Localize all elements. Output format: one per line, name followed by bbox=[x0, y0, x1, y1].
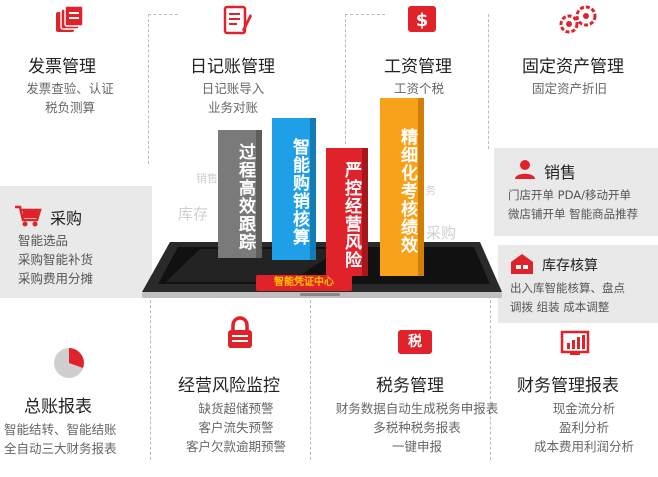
tax-icon: 税 bbox=[398, 330, 432, 354]
report-desc: 现金流分析 盈利分析 成本费用利润分析 bbox=[514, 399, 654, 456]
invoice-title: 发票管理 bbox=[28, 57, 96, 77]
risk-desc: 缺货超储预警 客户流失预警 客户欠款逾期预警 bbox=[166, 399, 306, 456]
risk-line: 客户流失预警 bbox=[198, 420, 274, 435]
pillar-purchase-sales-label: 智能购销核算 bbox=[289, 138, 309, 246]
risk-title: 经营风险监控 bbox=[178, 376, 280, 396]
ledger-title: 总账报表 bbox=[24, 397, 92, 417]
salary-dollar-icon: $ bbox=[408, 6, 436, 32]
connector bbox=[148, 14, 149, 164]
assets-desc: 固定资产折旧 bbox=[532, 79, 607, 98]
sales-desc: 门店开单 PDA/移动开单 微店铺开单 智能商品推荐 bbox=[508, 186, 638, 224]
stock-line: 调拨 组装 成本调整 bbox=[510, 300, 610, 314]
ledger-line: 智能结转、智能结账 bbox=[4, 422, 117, 437]
pillar-performance: 精细化考核绩效 bbox=[380, 98, 418, 276]
tax-icon-text: 税 bbox=[408, 334, 422, 350]
sales-line: 微店铺开单 智能商品推荐 bbox=[508, 207, 639, 221]
purchase-title: 采购 bbox=[50, 209, 83, 228]
report-title: 财务管理报表 bbox=[517, 376, 619, 396]
salary-desc: 工资个税 bbox=[394, 79, 444, 98]
connector bbox=[490, 300, 491, 460]
pillar-purchase-sales: 智能购销核算 bbox=[272, 118, 310, 260]
tax-line: 一键申报 bbox=[391, 439, 442, 454]
ledger-line: 全自动三大财务报表 bbox=[4, 441, 117, 456]
report-line: 成本费用利润分析 bbox=[533, 439, 634, 454]
journal-line: 业务对账 bbox=[207, 100, 258, 115]
stock-line: 出入库智能核算、盘点 bbox=[510, 281, 625, 295]
sales-line: 门店开单 PDA/移动开单 bbox=[508, 188, 631, 202]
pillar-risk-label: 严控经营风险 bbox=[341, 161, 361, 269]
lock-icon bbox=[228, 316, 252, 348]
connector bbox=[488, 14, 489, 149]
connector bbox=[310, 300, 311, 460]
journal-title: 日记账管理 bbox=[190, 57, 275, 77]
purchase-line: 采购费用分摊 bbox=[18, 271, 94, 286]
sales-title: 销售 bbox=[544, 163, 577, 182]
pillar-risk: 严控经营风险 bbox=[326, 148, 362, 276]
gears-icon bbox=[559, 5, 597, 34]
connector bbox=[345, 14, 385, 15]
tax-line: 财务数据自动生成税务申报表 bbox=[335, 401, 499, 416]
stock-desc: 出入库智能核算、盘点 调拨 组装 成本调整 bbox=[510, 279, 625, 317]
journal-line: 日记账导入 bbox=[201, 81, 265, 96]
tax-line: 多税种税务报表 bbox=[373, 420, 461, 435]
invoice-line: 发票查验、认证 bbox=[26, 81, 114, 96]
journal-notebook-icon bbox=[223, 5, 252, 35]
journal-desc: 日记账导入 业务对账 bbox=[178, 79, 288, 117]
salary-line: 工资个税 bbox=[394, 81, 445, 96]
purchase-line: 智能选品 bbox=[18, 233, 69, 248]
risk-line: 缺货超储预警 bbox=[198, 401, 274, 416]
invoice-stack-icon bbox=[56, 5, 84, 32]
risk-line: 客户欠款逾期预警 bbox=[185, 439, 286, 454]
tax-title: 税务管理 bbox=[376, 376, 444, 396]
warehouse-icon bbox=[511, 254, 533, 274]
connector bbox=[345, 14, 346, 144]
voucher-center-badge: 智能凭证中心 bbox=[256, 275, 352, 291]
bar-chart-icon bbox=[560, 330, 590, 355]
stock-panel: 库存核算 出入库智能核算、盘点 调拨 组装 成本调整 bbox=[498, 245, 658, 323]
ledger-desc: 智能结转、智能结账 全自动三大财务报表 bbox=[4, 420, 117, 458]
assets-line: 固定资产折旧 bbox=[532, 81, 608, 96]
stock-title: 库存核算 bbox=[542, 258, 598, 274]
watermark: 采购 bbox=[426, 224, 457, 242]
connector bbox=[148, 14, 178, 15]
assets-title: 固定资产管理 bbox=[522, 57, 624, 77]
salary-title: 工资管理 bbox=[384, 57, 452, 77]
pillar-process-label: 过程高效跟踪 bbox=[235, 143, 255, 251]
pillar-process: 过程高效跟踪 bbox=[218, 130, 256, 258]
watermark: 销售 bbox=[196, 172, 218, 185]
report-line: 盈利分析 bbox=[558, 420, 609, 435]
pie-chart-icon bbox=[54, 348, 84, 378]
tax-desc: 财务数据自动生成税务申报表 多税种税务报表 一键申报 bbox=[314, 399, 520, 456]
purchase-panel: 采购 智能选品 采购智能补货 采购费用分摊 bbox=[0, 186, 152, 298]
voucher-center-label: 智能凭证中心 bbox=[274, 277, 334, 288]
watermark: 库存 bbox=[178, 205, 209, 223]
shopping-cart-icon bbox=[15, 205, 42, 227]
invoice-desc: 发票查验、认证 税负测算 bbox=[5, 79, 135, 117]
svg-text:$: $ bbox=[416, 10, 429, 31]
sales-panel: 销售 门店开单 PDA/移动开单 微店铺开单 智能商品推荐 bbox=[494, 148, 658, 236]
connector bbox=[150, 300, 151, 460]
purchase-desc: 智能选品 采购智能补货 采购费用分摊 bbox=[18, 231, 93, 288]
purchase-line: 采购智能补货 bbox=[18, 252, 94, 267]
pillar-performance-label: 精细化考核绩效 bbox=[397, 128, 417, 254]
person-icon bbox=[515, 160, 535, 179]
invoice-line: 税负测算 bbox=[44, 100, 95, 115]
watermark: 财务 bbox=[414, 184, 436, 197]
report-line: 现金流分析 bbox=[552, 401, 616, 416]
